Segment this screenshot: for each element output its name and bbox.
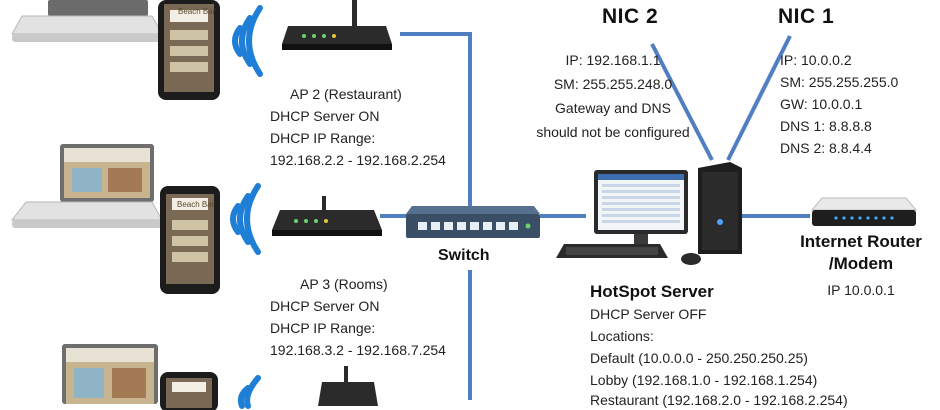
phone-2: [160, 186, 220, 294]
laptop-2: [10, 144, 163, 228]
access-point-1: [282, 0, 392, 50]
server-dhcp-status: DHCP Server OFF: [590, 306, 707, 322]
phone-3: [160, 372, 218, 410]
link-ap2-switch: [380, 214, 410, 218]
server-title: HotSpot Server: [590, 282, 714, 301]
nic-links: [650, 35, 792, 161]
link-trunk-upper: [468, 32, 472, 218]
nic2-title: NIC 2: [602, 5, 659, 28]
nic2-subnet-mask: SM: 255.255.248.0: [553, 76, 673, 92]
server-locations-label: Locations:: [590, 328, 654, 344]
server-tower: [698, 162, 742, 254]
router-title-line2: /Modem: [828, 254, 894, 273]
ap3-dhcp-status: DHCP Server ON: [270, 298, 380, 314]
ap3-dhcp-range-label: DHCP IP Range:: [270, 320, 376, 336]
nic1-dns1: DNS 1: 8.8.8.8: [780, 118, 872, 134]
server-location-restaurant: Restaurant (192.168.2.0 - 192.168.2.254): [590, 392, 848, 408]
nic1-subnet-mask: SM: 255.255.255.0: [780, 74, 899, 90]
nic1-title: NIC 1: [778, 5, 835, 28]
internet-router: [810, 197, 918, 226]
ap2-dhcp-range-label: DHCP IP Range:: [270, 130, 376, 146]
router-title-line1: Internet Router: [800, 232, 922, 251]
wifi-icon-2: [230, 183, 261, 255]
ap2-dhcp-range: 192.168.2.2 - 192.168.2.254: [270, 152, 446, 168]
ap2-dhcp-status: DHCP Server ON: [270, 108, 380, 124]
ap3-dhcp-range: 192.168.3.2 - 192.168.7.254: [270, 342, 446, 358]
server-monitor: [594, 170, 688, 248]
nic2-gateway-note: Gateway and DNS: [555, 100, 671, 116]
switch-label: Switch: [438, 247, 490, 264]
link-switch-server: [540, 214, 586, 218]
router-ip: IP 10.0.0.1: [827, 282, 895, 298]
phone-1-app-label: Beach Bar: [178, 7, 216, 16]
server-location-lobby: Lobby (192.168.1.0 - 192.168.1.254): [590, 372, 818, 388]
laptop-1: [11, 0, 163, 42]
wifi-icon-1: [232, 5, 263, 77]
access-point-2: [272, 196, 382, 236]
nic1-dns2: DNS 2: 8.8.4.4: [780, 140, 872, 156]
wifi-icon-3: [237, 375, 261, 409]
link-nic2: [650, 43, 714, 161]
nic2-dns-note: should not be configured: [536, 124, 690, 140]
phone-2-app-label: Beach Bar: [177, 200, 215, 209]
link-ap1-switch-h: [400, 32, 472, 36]
ap3-name: AP 3 (Rooms): [300, 276, 388, 292]
server-location-default: Default (10.0.0.0 - 250.250.250.25): [590, 350, 808, 366]
link-nic1: [726, 35, 792, 161]
link-trunk-lower: [468, 270, 472, 400]
keyboard: [556, 244, 668, 258]
mouse: [681, 253, 701, 265]
nic1-gateway: GW: 10.0.0.1: [780, 96, 863, 112]
laptop-3: [62, 344, 158, 404]
ap2-name: AP 2 (Restaurant): [290, 86, 402, 102]
access-point-3: [318, 366, 378, 406]
nic1-ip: IP: 10.0.0.2: [780, 52, 852, 68]
network-switch: [406, 206, 540, 238]
nic2-ip: IP: 192.168.1.1: [565, 52, 661, 68]
link-server-router: [740, 214, 810, 218]
phone-1: [158, 0, 220, 100]
